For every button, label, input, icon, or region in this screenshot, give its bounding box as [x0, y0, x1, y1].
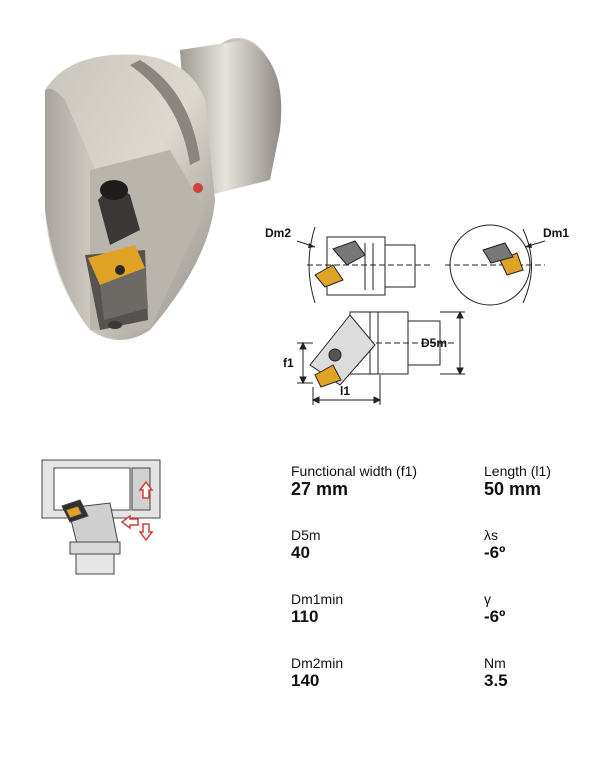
spec-value: 140 [291, 671, 320, 690]
spec-value: -6º [484, 543, 506, 562]
spec-label: D5m [291, 527, 321, 543]
spec-gamma: γ -6º [484, 591, 505, 627]
product-image [45, 38, 282, 340]
spec-lambda-s: λs -6º [484, 527, 505, 563]
spec-label: Dm2min [291, 655, 344, 671]
spec-dm2min: Dm2min 140 [291, 655, 343, 691]
f1-label: f1 [283, 356, 294, 370]
technical-drawing: Dm2 Dm1 D5m f1 l1 [265, 224, 569, 405]
spec-value: -6º [484, 607, 506, 626]
dm2-label: Dm2 [265, 226, 291, 240]
front-view [297, 310, 465, 405]
spec-value: 3.5 [484, 671, 508, 690]
spec-value: 110 [291, 607, 319, 626]
l1-label: l1 [340, 384, 350, 398]
d5m-label: D5m [421, 336, 447, 350]
spec-nm: Nm 3.5 [484, 655, 508, 691]
spec-length: Length (l1) 50 mm [484, 463, 551, 499]
side-view-left [307, 226, 430, 304]
spec-label: Dm1min [291, 591, 344, 607]
spec-label: Nm [484, 655, 506, 671]
spec-label: γ [484, 591, 491, 607]
spec-value: 40 [291, 543, 310, 562]
orientation-icon [41, 459, 161, 575]
spec-d5m: D5m 40 [291, 527, 321, 563]
side-view-right [445, 224, 545, 306]
spec-dm1min: Dm1min 110 [291, 591, 343, 627]
spec-label: Length (l1) [484, 463, 551, 479]
spec-label: λs [484, 527, 498, 543]
dm1-label: Dm1 [543, 226, 569, 240]
spec-value: 50 mm [484, 479, 542, 499]
spec-value: 27 mm [291, 479, 349, 499]
spec-functional-width: Functional width (f1) 27 mm [291, 463, 417, 499]
spec-label: Functional width (f1) [291, 463, 418, 479]
